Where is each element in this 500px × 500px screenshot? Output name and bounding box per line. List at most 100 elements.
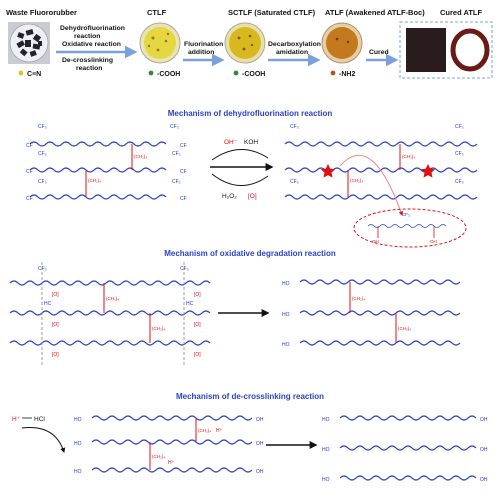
dc-ho-2: HO (74, 441, 82, 447)
arrow3-line1: Decarboxylation (268, 41, 321, 48)
ox-ch24-1: (CH₂)₄ (106, 296, 119, 301)
dr-ch24-1: (CH₂)₄ (350, 178, 363, 183)
ox-ho-3: HO (282, 342, 290, 348)
ox-ch24-4: (CH₂)₄ (398, 326, 411, 331)
red-star-icon (420, 164, 436, 178)
stage-title-cured: Cured ATLF (440, 8, 482, 17)
defect-stars (320, 164, 436, 178)
dr-cf3-1: CF₃ (290, 124, 299, 130)
dl-cf3-4: CF₃ (170, 124, 179, 130)
reagent-oh: OH⁻ (224, 139, 238, 146)
arrow1-line3: Oxidative reaction (62, 41, 121, 48)
dc-ho-1: HO (74, 417, 82, 423)
dc-oh-4: OH (480, 417, 488, 423)
dl-cf3-2: CF₃ (38, 151, 47, 157)
oxid-right-chains (299, 279, 461, 346)
reagent-hplus: H⁺ (12, 416, 21, 423)
arrow3-line2: amidation (276, 49, 308, 56)
reagent-o: [O] (248, 193, 257, 200)
ox-ch24-2: (CH₂)₄ (152, 326, 165, 331)
dc-oh-3: OH (256, 469, 264, 475)
dehydro-reagent-arrow (210, 149, 274, 186)
marker-dot-cn (18, 70, 24, 76)
dc-ch24-2: (CH₂)₄ (198, 428, 211, 433)
stage-title-atlf: ATLF (Awakened ATLF-Boc) (325, 8, 425, 17)
ox-ho-2: HO (282, 312, 290, 318)
dc-ho-3: HO (74, 469, 82, 475)
section-title-dehydro: Mechanism of dehydrofluorination reactio… (168, 109, 333, 118)
oxid-left-crosslinks (103, 283, 151, 343)
dl-ch24-1: (CH₂)₄ (88, 178, 101, 183)
stage-title-ctlf: CTLF (147, 8, 167, 17)
dr-cf3-2: CF₃ (455, 124, 464, 130)
dl-ch24-2: (CH₂)₄ (134, 154, 147, 159)
dc-ho-6: HO (322, 477, 330, 483)
zoom-cf3: CF₃ (402, 212, 410, 217)
reagent-koh: KOH (244, 139, 258, 146)
ox-o-2: [O] (52, 322, 59, 328)
arrow2-line1: Fluorination (184, 41, 223, 48)
zoom-oh-2: OH (430, 239, 437, 244)
ox-o-4: [O] (194, 292, 201, 298)
dl-cf3-5: CF₃ (172, 151, 181, 157)
atlf-dish (321, 22, 363, 64)
arrow1-line4: De-crosslinking (62, 57, 113, 64)
dc-oh-5: OH (480, 447, 488, 453)
decross-left-chains (91, 415, 253, 473)
reagent-h2o2: H₂O₂ (222, 193, 237, 200)
oxid-left-chains (9, 280, 211, 346)
arrow4-line1: Cured (369, 49, 389, 56)
dc-hplus-1: H⁺ (216, 428, 223, 434)
decross-curve-arrow (21, 427, 66, 453)
ox-cf3-1: CF₃ (38, 266, 47, 272)
section-title-oxid: Mechanism of oxidative degradation react… (164, 249, 336, 258)
arrow2-line2: addition (188, 49, 214, 56)
decross-right-chains (339, 415, 477, 481)
dr-cf3-3: CF₃ (455, 151, 464, 157)
waste-rubber-photo (8, 22, 50, 64)
sctlf-dish (224, 22, 266, 64)
marker-dot-cooh-1 (148, 70, 154, 76)
decross-left-crosslinks (149, 418, 197, 470)
dl-cf-6: CF (180, 196, 187, 202)
zoom-callout (353, 208, 467, 248)
dc-ho-4: HO (322, 417, 330, 423)
dehydro-left-chains (29, 141, 167, 200)
ox-hc-2: HC (186, 301, 194, 307)
marker-dot-nh2 (330, 70, 336, 76)
oxid-right-crosslinks (349, 282, 397, 343)
marker-cooh-1: -COOH (157, 71, 180, 78)
oxid-cut-lines (41, 262, 185, 365)
dl-cf3-3: CF₃ (38, 179, 47, 185)
dl-cf-2: CF (26, 169, 33, 175)
dc-ho-5: HO (322, 447, 330, 453)
arrow1-line5: reaction (76, 65, 102, 72)
marker-dot-cooh-2 (233, 70, 239, 76)
ox-ho-1: HO (282, 281, 290, 287)
cured-atlf-panel (399, 21, 493, 79)
dr-ch24-2: (CH₂)₄ (402, 154, 415, 159)
zoom-arrow (339, 154, 403, 216)
dc-oh-1: OH (256, 417, 264, 423)
ox-ch24-3: (CH₂)₄ (352, 296, 365, 301)
section-title-decross: Mechanism of de-crosslinking reaction (176, 392, 324, 401)
dl-cf-4: CF (180, 143, 187, 149)
dc-oh-2: OH (256, 441, 264, 447)
dl-cf-5: CF (180, 169, 187, 175)
stage-title-waste: Waste Fluororubber (6, 8, 77, 17)
stage-title-sctlf: SCTLF (Saturated CTLF) (228, 8, 316, 17)
reagent-hcl: HCl (34, 416, 45, 423)
dr-cf3-4: CF₃ (290, 179, 299, 185)
dehydro-right-crosslinks (347, 144, 401, 197)
dr-cf3-5: CF₃ (455, 179, 464, 185)
dl-cf3-1: CF₃ (38, 124, 47, 130)
dl-cf3-6: CF₃ (172, 179, 181, 185)
marker-cooh-2: -COOH (242, 71, 265, 78)
ox-hc-1: HC (44, 301, 52, 307)
ox-cf3-2: CF₃ (180, 266, 189, 272)
ox-o-6: [O] (194, 352, 201, 358)
dc-ch24-1: (CH₂)₄ (152, 454, 165, 459)
dc-hplus-2: H⁺ (168, 460, 175, 466)
